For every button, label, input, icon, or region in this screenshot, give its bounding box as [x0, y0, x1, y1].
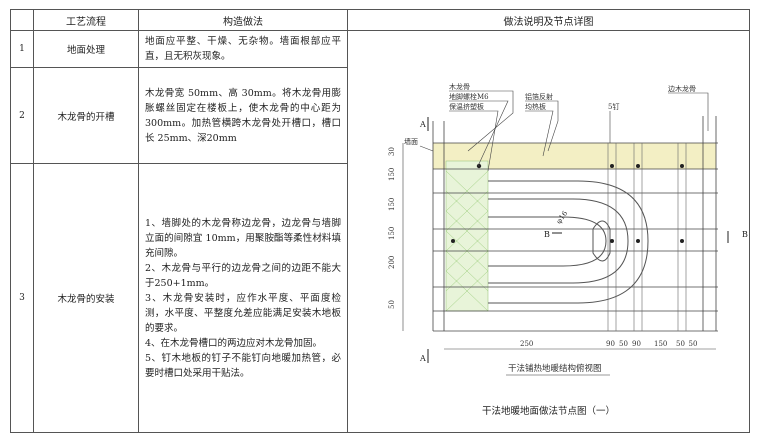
method-text: 木龙骨宽 50mm、高 30mm。将木龙骨用膨胀螺丝固定在楼板上，使木龙骨的中心…	[145, 87, 341, 144]
method-item: 4、在木龙骨槽口的两边应对木龙骨加固。	[145, 337, 323, 349]
section-a-top: A	[419, 120, 426, 129]
row-number: 1	[10, 30, 34, 68]
drawing-view-title: 干法铺热地暖结构俯视图	[508, 363, 602, 374]
drawing-caption: 干法地暖地面做法节点图（一）	[481, 406, 615, 417]
dimension-left-label: 150	[388, 198, 396, 211]
row-step: 木龙骨的开槽	[33, 67, 139, 164]
row-method: 1、墙脚处的木龙骨称边龙骨，边龙骨与墙脚立面的间隙宜 10mm，用聚胺酯等柔性材…	[138, 163, 348, 433]
table-row: 3 木龙骨的安装 1、墙脚处的木龙骨称边龙骨，边龙骨与墙脚立面的间隙宜 10mm…	[10, 163, 750, 433]
heating-pipe-bend	[592, 220, 611, 262]
floor-heating-node-drawing: 木龙骨 地脚螺栓M6 保温挤塑板 铝箔反射 均热板 5钉 边木龙骨 墙面 φ16	[388, 82, 748, 376]
row-number: 2	[10, 67, 34, 164]
dimension-left-label: 150	[388, 227, 396, 240]
label-keel: 木龙骨	[449, 82, 470, 91]
heating-pipe-middle	[488, 198, 629, 284]
keel-hatch-area	[445, 160, 489, 312]
label-edge-keel: 边木龙骨	[668, 84, 696, 93]
construction-process-table: 工艺流程 构造做法 做法说明及节点详图 1 地面处理 地面应平整、干燥、无杂物。…	[10, 9, 750, 433]
section-b-right: B	[742, 230, 748, 239]
heating-pipe-outer	[488, 180, 649, 304]
label-nail: 5钉	[608, 102, 619, 111]
dimension-left-label: 50	[388, 300, 396, 309]
method-item: 3、木龙骨安装时，应作水平度、平面度检测，水平度、平整度允差应能满足安装木地板的…	[145, 292, 341, 334]
dimension-bottom-label: 50	[676, 340, 685, 348]
dimension-bottom-label: 90	[606, 340, 615, 348]
table-row: 2 木龙骨的开槽 木龙骨宽 50mm、高 30mm。将木龙骨用膨胀螺丝固定在楼板…	[10, 67, 750, 164]
method-text: 地面应平整、干燥、无杂物。墙面根部应平直，且无积灰现象。	[145, 36, 341, 62]
table-row: 1 地面处理 地面应平整、干燥、无杂物。墙面根部应平直，且无积灰现象。	[10, 30, 750, 433]
dimension-bottom-label: 50	[619, 340, 628, 348]
detail-drawing-cell: 木龙骨 地脚螺栓M6 保温挤塑板 铝箔反射 均热板 5钉 边木龙骨 墙面 φ16	[347, 30, 750, 433]
header-no	[10, 9, 34, 31]
method-item: 2、木龙骨与平行的边龙骨之间的边距不能大于250+1mm。	[145, 262, 341, 289]
row-step: 地面处理	[33, 30, 139, 68]
heating-pipe-inner	[488, 216, 607, 267]
label-screw: 地脚螺栓M6	[449, 92, 489, 101]
dimension-bottom-label: 90	[632, 340, 641, 348]
dimension-left-label: 30	[388, 147, 396, 156]
dimension-left-label: 200	[388, 256, 396, 269]
label-board: 保温挤塑板	[449, 102, 484, 111]
dimension-bottom-label: 250	[520, 340, 533, 348]
row-method: 地面应平整、干燥、无杂物。墙面根部应平直，且无积灰现象。	[138, 30, 348, 68]
label-wall: 墙面	[404, 137, 418, 146]
header-detail: 做法说明及节点详图	[347, 9, 750, 31]
header-method: 构造做法	[138, 9, 348, 31]
label-foil: 铝箔反射	[525, 92, 553, 101]
dimension-bottom-label: 150	[654, 340, 667, 348]
method-item: 1、墙脚处的木龙骨称边龙骨，边龙骨与墙脚立面的间隙宜 10mm，用聚胺酯等柔性材…	[145, 217, 341, 259]
dimension-bottom-label: 50	[689, 340, 698, 348]
header-process: 工艺流程	[33, 9, 139, 31]
row-method: 木龙骨宽 50mm、高 30mm。将木龙骨用膨胀螺丝固定在楼板上，使木龙骨的中心…	[138, 67, 348, 164]
row-number: 3	[10, 163, 34, 433]
row-step: 木龙骨的安装	[33, 163, 139, 433]
method-item: 5、钉木地板的钉子不能钉向地暖加热管，必要时槽口处采用干贴法。	[145, 352, 341, 379]
dimension-left-label: 150	[388, 168, 396, 181]
section-a-bottom: A	[419, 354, 426, 363]
label-heat-plate: 均热板	[525, 102, 546, 111]
section-b-left: B	[544, 230, 550, 239]
table-header-row: 工艺流程 构造做法 做法说明及节点详图	[10, 9, 750, 31]
